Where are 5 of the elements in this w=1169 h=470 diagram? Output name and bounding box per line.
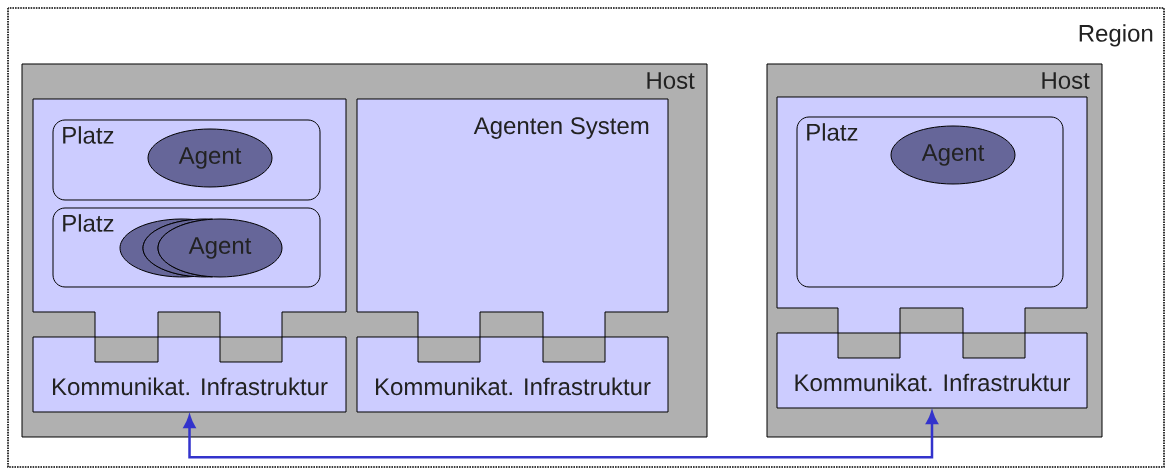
arrow: [183, 411, 938, 459]
infrastructure-box: Kommunikat. Infrastruktur: [32, 336, 347, 413]
infrastructure-box: Kommunikat. Infrastruktur: [356, 336, 669, 413]
agent-system-panel: Agenten System: [356, 98, 669, 338]
infrastructure-box: Kommunikat. Infrastruktur: [776, 332, 1088, 409]
